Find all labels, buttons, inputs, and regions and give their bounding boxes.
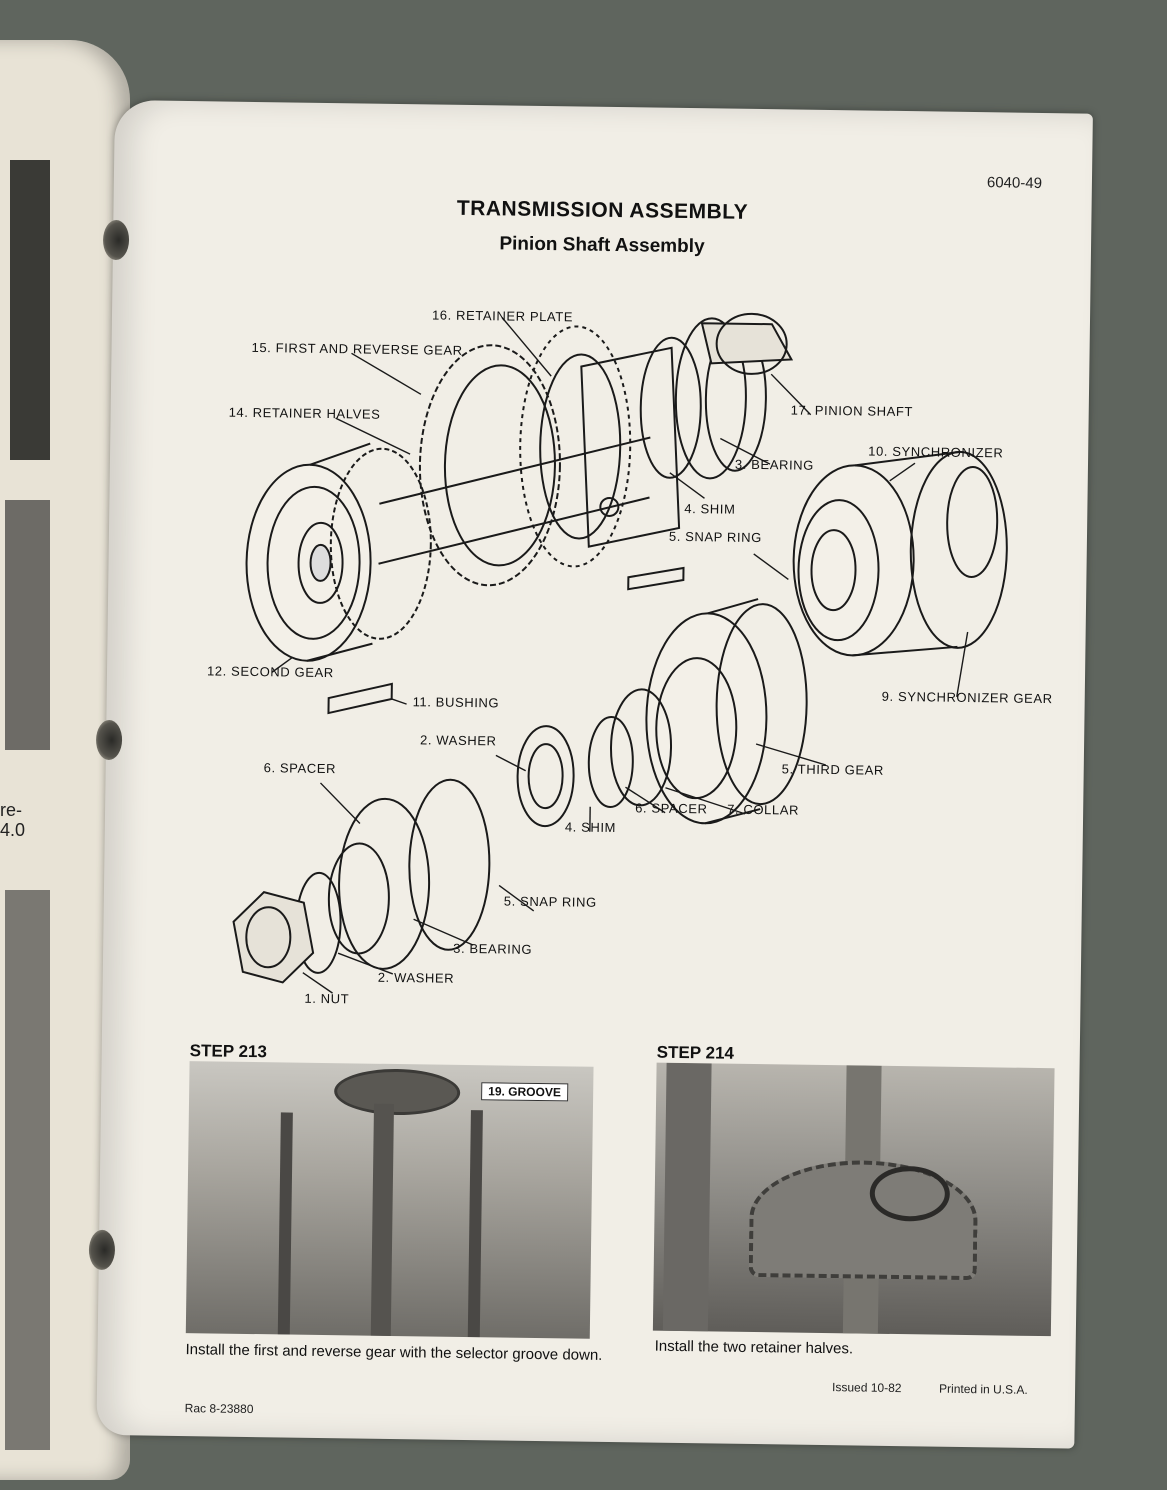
label-third-gear: 5. THIRD GEAR — [782, 761, 884, 777]
leader-lines — [271, 316, 969, 994]
left-page-text: re- — [0, 800, 22, 820]
label-synchronizer: 10. SYNCHRONIZER — [868, 444, 1003, 461]
left-page-photo-fragment — [10, 160, 50, 460]
retainer-ring-shape — [869, 1165, 951, 1222]
label-snap-ring-top: 5. SNAP RING — [669, 529, 762, 545]
label-first-reverse-gear: 15. FIRST AND REVERSE GEAR — [251, 340, 462, 358]
label-bushing: 11. BUSHING — [413, 694, 500, 710]
label-washer-mid: 2. WASHER — [420, 732, 497, 748]
gear-shape — [748, 1158, 979, 1281]
binder-hole — [88, 1229, 116, 1271]
label-nut: 1. NUT — [304, 991, 349, 1007]
shaft-shape — [370, 1103, 395, 1336]
diagram-parts — [232, 312, 1008, 984]
label-retainer-plate: 16. RETAINER PLATE — [432, 307, 573, 324]
post-shape — [662, 1062, 712, 1332]
label-shim-top: 4. SHIM — [684, 501, 735, 517]
left-page-photo-fragment — [5, 890, 50, 1450]
step-214-caption: Install the two retainer halves. — [654, 1337, 854, 1358]
step-213-title: STEP 213 — [189, 1041, 268, 1062]
label-synchronizer-gear: 9. SYNCHRONIZER GEAR — [882, 689, 1053, 706]
label-bearing-bottom: 3. BEARING — [453, 941, 532, 957]
label-washer-bottom: 2. WASHER — [378, 970, 455, 986]
label-bearing-top: 3. BEARING — [735, 457, 814, 473]
printed-in: Printed in U.S.A. — [938, 1381, 1028, 1397]
label-shim-mid: 4. SHIM — [565, 819, 616, 835]
groove-callout: 19. GROOVE — [481, 1082, 569, 1102]
step-213-photo — [185, 1061, 594, 1339]
label-spacer-mid: 6. SPACER — [635, 800, 708, 816]
label-pinion-shaft: 17. PINION SHAFT — [791, 402, 913, 419]
label-snap-ring-bottom: 5. SNAP RING — [504, 894, 597, 910]
manual-page: 6040-49 TRANSMISSION ASSEMBLY Pinion Sha… — [88, 100, 1093, 1449]
label-spacer-left: 6. SPACER — [264, 760, 337, 776]
left-page-text: 4.0 — [0, 820, 26, 840]
reference-code: Rac 8-23880 — [184, 1401, 254, 1417]
label-collar: 7. COLLAR — [727, 802, 799, 818]
issued-date: Issued 10-82 — [832, 1380, 902, 1396]
label-retainer-halves: 14. RETAINER HALVES — [229, 405, 381, 422]
step-213-caption: Install the first and reverse gear with … — [185, 1341, 603, 1364]
step-214-title: STEP 214 — [656, 1042, 735, 1063]
label-second-gear: 12. SECOND GEAR — [207, 663, 334, 680]
shaft-shape — [467, 1110, 483, 1338]
gear-shape — [333, 1068, 461, 1116]
shaft-shape — [277, 1112, 293, 1335]
step-214-photo — [652, 1062, 1055, 1337]
left-page-photo-fragment — [5, 500, 50, 750]
exploded-view-diagram: 16. RETAINER PLATE 15. FIRST AND REVERSE… — [207, 307, 1053, 1007]
